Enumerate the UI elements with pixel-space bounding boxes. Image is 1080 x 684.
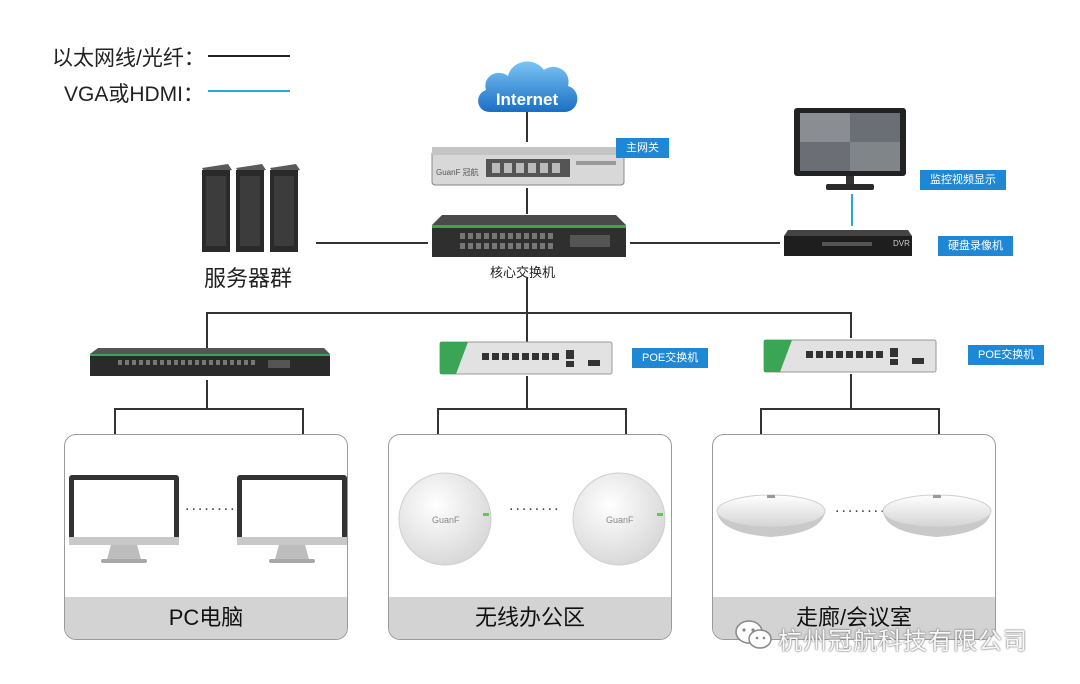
- wireless-panel-title: 无线办公区: [389, 597, 671, 639]
- wire-to-ceiling-ap1: [760, 408, 762, 448]
- pc-panel: ........ PC电脑: [64, 434, 348, 640]
- wire-to-pc1: [114, 408, 116, 448]
- dvr-tag: 硬盘录像机: [938, 236, 1013, 256]
- gateway-brand-text: GuanF 冠航: [436, 168, 479, 177]
- wire-core-dvr: [630, 242, 780, 244]
- gateway-device-icon: [431, 147, 625, 186]
- wire-access-down: [206, 380, 208, 410]
- legend-ethernet-line: [208, 55, 290, 57]
- wire-to-pc2: [302, 408, 304, 448]
- wire-poe2-bus: [760, 408, 940, 410]
- internet-label: Internet: [495, 90, 559, 109]
- wireless-ellipsis: ........: [509, 497, 561, 514]
- ceiling-ap-2-icon: [882, 494, 992, 537]
- wireless-panel: GuanF ........ GuanF 无线办公区: [388, 434, 672, 640]
- wire-core-down: [526, 278, 528, 342]
- core-switch-icon: [432, 215, 626, 257]
- wireless-ap-2-brand: GuanF: [606, 515, 634, 525]
- wire-vga-dvr-monitor: [851, 194, 853, 226]
- wireless-ap-1-icon: [398, 472, 492, 566]
- internet-cloud-icon: [478, 61, 578, 112]
- servers-label: 服务器群: [204, 266, 293, 291]
- wireless-ap-1-brand: GuanF: [432, 515, 460, 525]
- wire-poe1-bus: [437, 408, 627, 410]
- wire-servers-core: [316, 242, 428, 244]
- server-rack-icon: [202, 164, 300, 252]
- wire-bus-poe2: [850, 312, 852, 338]
- wire-poe1-down: [526, 376, 528, 410]
- wire-poe2-down: [850, 374, 852, 410]
- surveillance-monitor-icon: [794, 108, 906, 190]
- legend-vga-label: VGA或HDMI：: [64, 83, 205, 106]
- dvr-device-icon: [784, 230, 912, 256]
- pc-ellipsis: ........: [185, 497, 237, 514]
- pc-monitor-2-icon: [237, 475, 347, 563]
- legend-ethernet-label: 以太网线/光纤：: [52, 47, 205, 70]
- wire-to-ceiling-ap2: [938, 408, 940, 448]
- poe-switch-1-tag: POE交换机: [632, 348, 709, 368]
- core-switch-label: 核心交换机: [490, 265, 556, 280]
- poe-switch-2-tag: POE交换机: [968, 345, 1045, 365]
- legend-vga-line: [208, 90, 290, 92]
- wire-bus-access-switch: [206, 312, 208, 348]
- corridor-panel: ........ 走廊/会议室: [712, 434, 996, 640]
- pc-panel-title: PC电脑: [65, 597, 347, 639]
- dvr-brand-text: DVR: [893, 239, 910, 248]
- wireless-ap-2-icon: [572, 472, 666, 566]
- poe-switch-1-icon: [439, 341, 613, 375]
- poe-switch-2-icon: [763, 339, 937, 373]
- wire-distribution-bus: [206, 312, 852, 314]
- monitor-tag: 监控视频显示: [920, 170, 1006, 190]
- access-switch-icon: [90, 348, 330, 376]
- wechat-icon: [735, 620, 772, 649]
- wire-internet-gateway: [526, 112, 528, 142]
- wire-access-bus: [114, 408, 304, 410]
- wire-to-ap2: [625, 408, 627, 448]
- watermark-text: 杭州冠航科技有限公司: [778, 628, 1028, 655]
- wire-to-ap1: [437, 408, 439, 448]
- corridor-ellipsis: ........: [835, 499, 887, 516]
- pc-monitor-1-icon: [69, 475, 179, 563]
- gateway-tag: 主网关: [616, 138, 669, 158]
- ceiling-ap-1-icon: [716, 494, 826, 537]
- wire-gateway-core: [526, 188, 528, 214]
